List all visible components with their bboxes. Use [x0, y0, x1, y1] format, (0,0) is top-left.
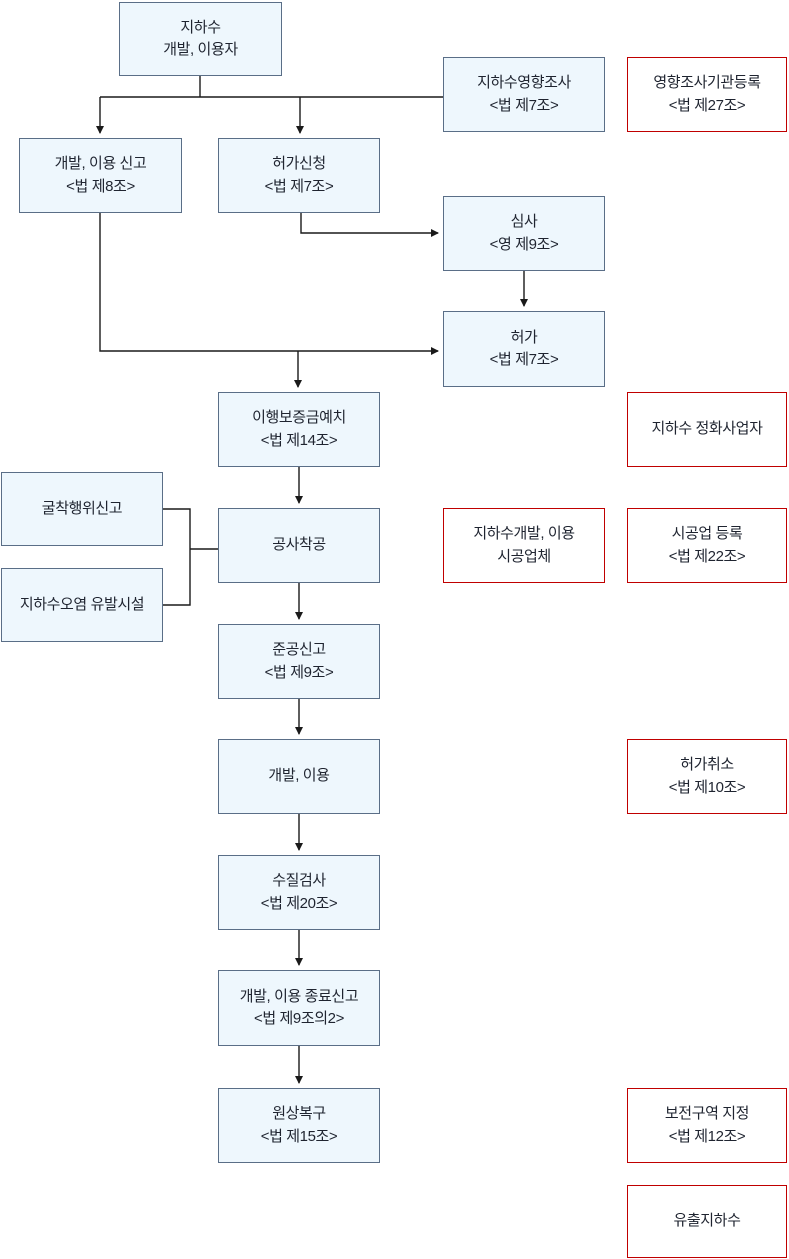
node-purification-business: 지하수 정화사업자 [627, 392, 787, 467]
node-runoff-groundwater: 유출지하수 [627, 1185, 787, 1258]
node-construction-start: 공사착공 [218, 508, 380, 583]
arrow-report-to-permit [99, 213, 439, 355]
node-development-use: 개발, 이용 [218, 739, 380, 814]
node-groundwater-user: 지하수 개발, 이용자 [119, 2, 282, 76]
node-conservation-zone: 보전구역 지정 <법 제12조> [627, 1088, 787, 1163]
node-permit-cancellation: 허가취소 <법 제10조> [627, 739, 787, 814]
node-restoration: 원상복구 <법 제15조> [218, 1088, 380, 1163]
node-contractor-registration: 시공업 등록 <법 제22조> [627, 508, 787, 583]
node-contractor: 지하수개발, 이용 시공업체 [443, 508, 605, 583]
node-permit: 허가 <법 제7조> [443, 311, 605, 387]
node-end-report: 개발, 이용 종료신고 <법 제9조의2> [218, 970, 380, 1046]
node-water-quality-test: 수질검사 <법 제20조> [218, 855, 380, 930]
node-permit-application: 허가신청 <법 제7조> [218, 138, 380, 213]
node-impact-survey: 지하수영향조사 <법 제7조> [443, 57, 605, 132]
arrow-permitapp-to-review [300, 213, 439, 237]
line-left-bracket [163, 508, 191, 606]
node-pollution-facility: 지하수오염 유발시설 [1, 568, 163, 642]
node-completion-report: 준공신고 <법 제9조> [218, 624, 380, 699]
node-excavation-report: 굴착행위신고 [1, 472, 163, 546]
node-development-use-report: 개발, 이용 신고 <법 제8조> [19, 138, 182, 213]
node-survey-agency-registration: 영향조사기관등록 <법 제27조> [627, 57, 787, 132]
node-performance-deposit: 이행보증금예치 <법 제14조> [218, 392, 380, 467]
node-review: 심사 <영 제9조> [443, 196, 605, 271]
